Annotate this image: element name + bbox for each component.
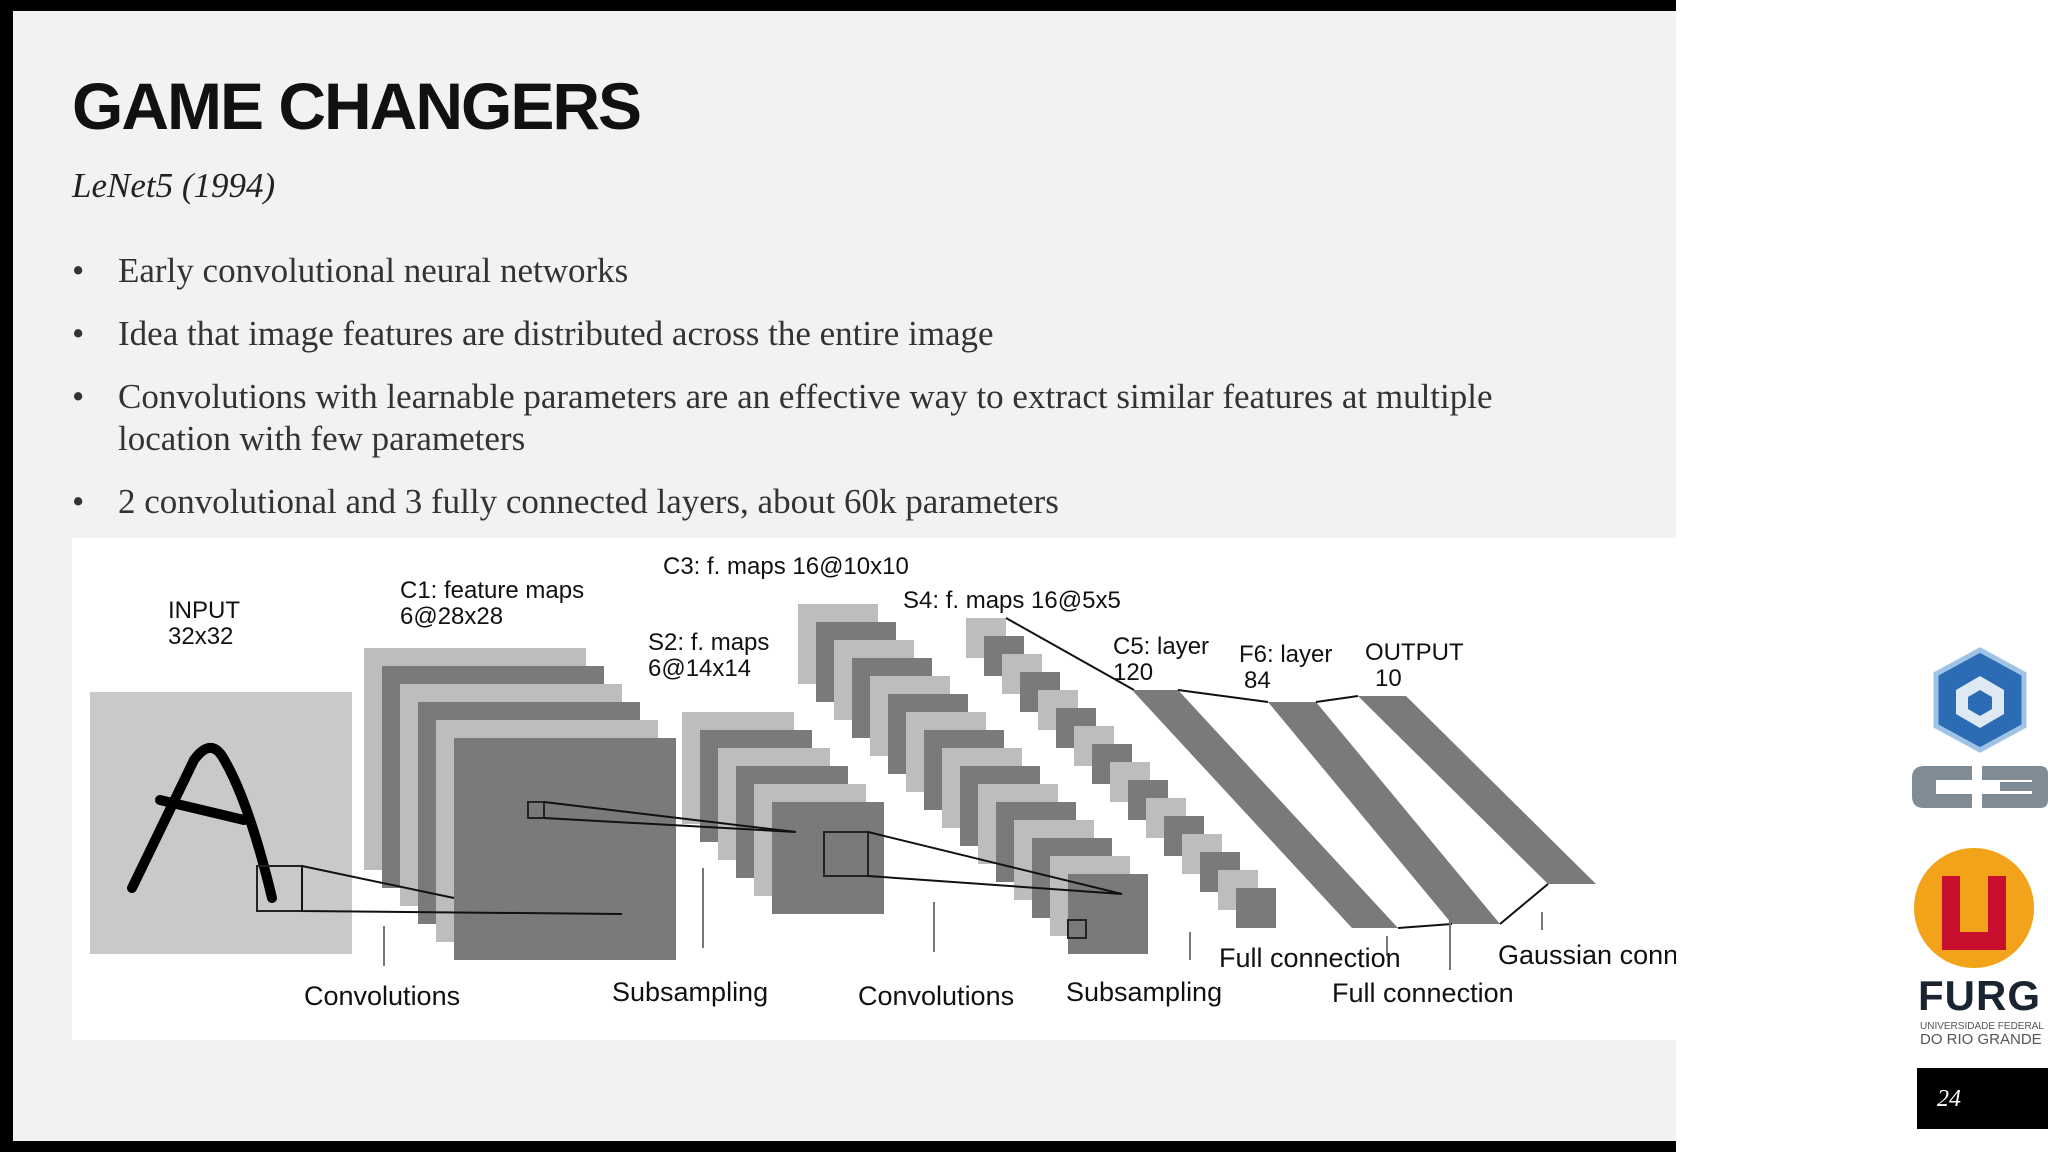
conv2-projection-lines — [867, 831, 1123, 895]
c3-feature-maps — [798, 604, 1148, 954]
s2-map — [772, 802, 884, 914]
c3-logo-text: C3 — [1912, 646, 1914, 647]
c3-label: C3: f. maps 16@10x10 — [663, 553, 909, 580]
bullet-dot: • — [72, 377, 85, 416]
bullet-dot: • — [72, 314, 85, 353]
sub1-label: Subsampling — [612, 977, 768, 1007]
c3-logo-c — [1912, 766, 1972, 808]
input-label-line2: 32x32 — [168, 623, 233, 650]
f6-layer — [1268, 702, 1500, 924]
c5-label-line2: 120 — [1113, 659, 1153, 686]
s4-map — [1236, 888, 1276, 928]
conv1-label: Convolutions — [304, 981, 460, 1011]
conv2-label: Convolutions — [858, 981, 1014, 1011]
lenet5-diagram-svg: INPUT 32x32 C1: feature maps 6@28x28 S2:… — [90, 553, 1676, 1011]
output-label-line1: OUTPUT — [1365, 639, 1464, 666]
s4-label: S4: f. maps 16@5x5 — [903, 587, 1121, 614]
bullet-text: 2 convolutional and 3 fully connected la… — [118, 482, 1059, 521]
input-image — [90, 692, 352, 954]
furg-subtitle-line1: UNIVERSIDADE FEDERAL — [1920, 1021, 2044, 1032]
bullet-item: • Convolutions with learnable parameters … — [72, 376, 1532, 460]
input-letter-a — [127, 743, 277, 903]
c1-receptive-field — [527, 801, 545, 819]
c5-layer — [1132, 690, 1398, 928]
s4-connection-line — [1005, 617, 1135, 691]
input-label-line1: INPUT — [168, 597, 240, 624]
input-letter-a-bar — [155, 795, 249, 825]
slide-subtitle: LeNet5 (1994) — [72, 166, 276, 205]
c5-label-line1: C5: layer — [1113, 633, 1209, 660]
output-layer — [1358, 696, 1596, 884]
furg-logo-text: FURG — [1918, 972, 2041, 1019]
gaussian-connections-label: Gaussian connections — [1498, 940, 1676, 970]
bullet-dot: • — [72, 251, 85, 290]
bullet-dot: • — [72, 482, 85, 521]
s2-label-line2: 6@14x14 — [648, 655, 751, 682]
s4-feature-maps — [966, 618, 1276, 928]
bullet-list: • Early convolutional neural networks • Id… — [72, 250, 1532, 544]
c1-feature-maps — [364, 648, 676, 960]
c3-logo-3 — [1982, 766, 2048, 808]
full-connection-2-label: Full connection — [1332, 978, 1514, 1008]
page-number-box: 24 — [1917, 1068, 2048, 1129]
bullet-text: Idea that image features are distributed… — [118, 314, 994, 353]
c3-logo-core — [1968, 690, 1992, 716]
conv1-projection-lines — [301, 865, 623, 915]
furg-logo-subtitle: UNIVERSIDADE FEDERAL DO RIO GRANDE — [1920, 1021, 2048, 1048]
bullet-text: Early convolutional neural networks — [118, 251, 629, 290]
output-label-line2: 10 — [1375, 665, 1402, 692]
c1-label-line1: C1: feature maps — [400, 577, 584, 604]
slide-title: GAME CHANGERS — [72, 69, 642, 143]
left-border — [0, 0, 13, 1152]
c3-map — [1068, 874, 1148, 954]
furg-emblem-u — [1942, 876, 2006, 950]
full-connection-lines — [1177, 689, 1549, 929]
full-connection-1-label: Full connection — [1219, 943, 1401, 973]
lenet5-diagram: INPUT 32x32 C1: feature maps 6@28x28 S2:… — [72, 538, 1676, 1040]
bullet-item: • Idea that image features are distribute… — [72, 313, 1532, 355]
bullet-text: Convolutions with learnable parameters a… — [118, 377, 1493, 458]
c3-logo: C3 — [1912, 646, 2048, 808]
bullet-item: • Early convolutional neural networks — [72, 250, 1532, 292]
c1-label-line2: 6@28x28 — [400, 603, 503, 630]
c1-map — [454, 738, 676, 960]
furg-emblem-inner — [1960, 876, 1988, 932]
furg-emblem — [1914, 848, 2034, 968]
s2-label-line1: S2: f. maps — [648, 629, 769, 656]
c3-receptive-field — [1067, 919, 1087, 939]
s2-receptive-field — [823, 831, 869, 877]
furg-subtitle-line2: DO RIO GRANDE — [1920, 1031, 2042, 1048]
bullet-item: • 2 convolutional and 3 fully connected l… — [72, 481, 1532, 523]
sub2-label: Subsampling — [1066, 977, 1222, 1007]
sub1-projection-lines — [543, 801, 797, 833]
f6-label-line2: 84 — [1244, 667, 1271, 694]
bottom-border — [0, 1141, 1676, 1152]
s2-feature-maps — [682, 712, 884, 914]
operation-ticks — [383, 868, 1543, 970]
f6-label-line1: F6: layer — [1239, 641, 1332, 668]
page-number: 24 — [1937, 1086, 1961, 1112]
top-border — [0, 0, 1676, 11]
